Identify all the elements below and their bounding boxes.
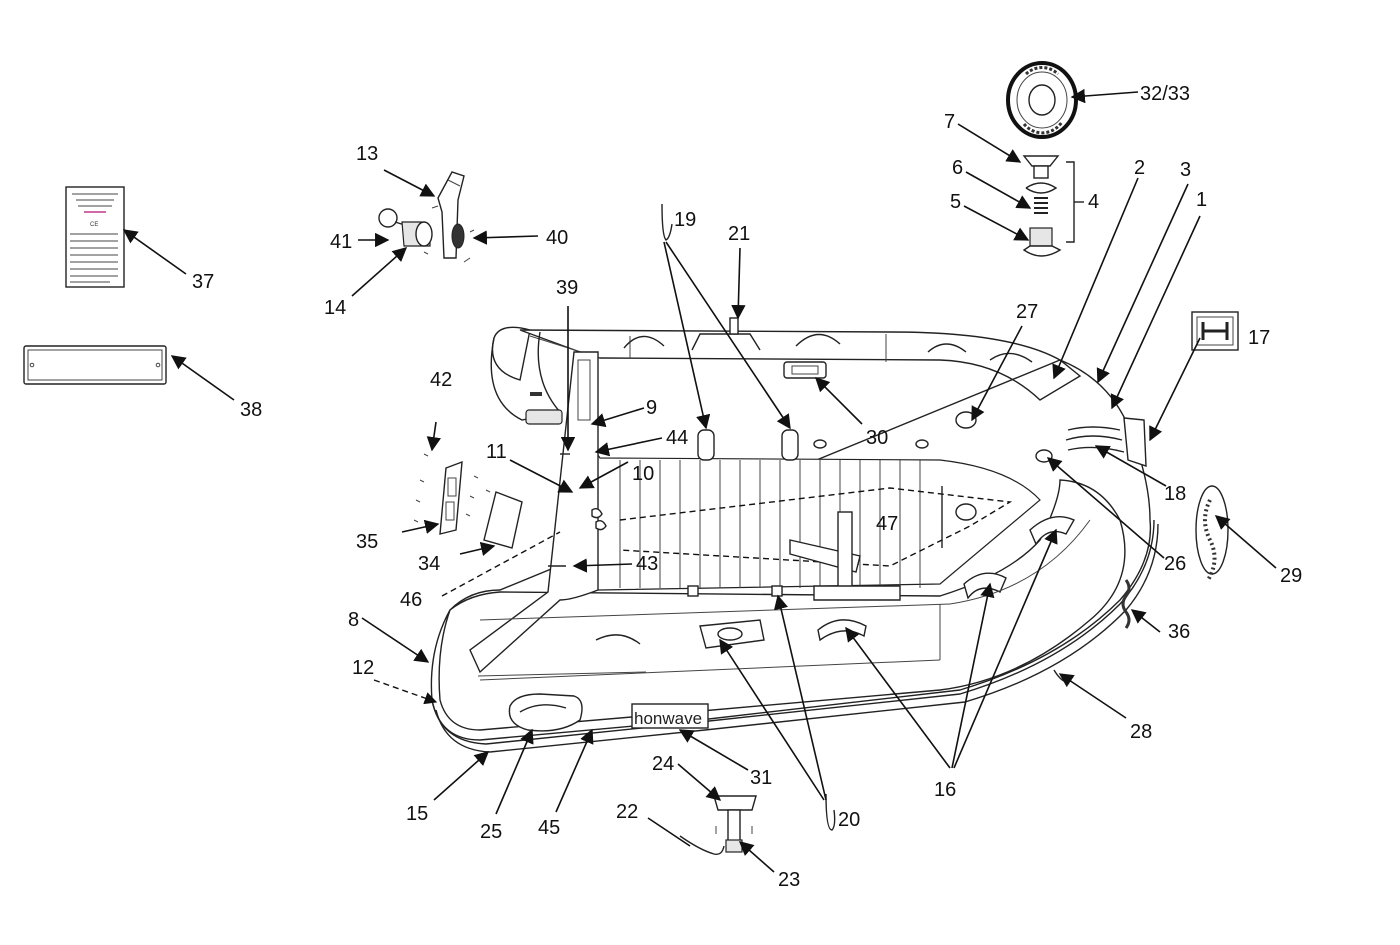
callout-22: 22: [616, 801, 638, 823]
callout-1: 1: [1196, 189, 1207, 211]
callout-34: 34: [418, 553, 440, 575]
callout-13: 13: [356, 143, 378, 165]
callout-40: 40: [546, 227, 568, 249]
callout-32-33: 32/33: [1140, 83, 1190, 105]
capacity-label-plate: CE: [65, 186, 125, 288]
callout-21: 21: [728, 223, 750, 245]
callout-42: 42: [430, 369, 452, 391]
callout-5: 5: [950, 191, 961, 213]
callout-2: 2: [1134, 157, 1145, 179]
boat-hull: honwave: [430, 317, 1159, 753]
callout-46: 46: [400, 589, 422, 611]
callout-numbers: 32/33 7 6 5 4 2 3 1 17 18 26 29 36 28 27…: [192, 83, 1302, 891]
callout-8: 8: [348, 609, 359, 631]
callout-4: 4: [1088, 191, 1099, 213]
callout-26: 26: [1164, 553, 1186, 575]
callout-12: 12: [352, 657, 374, 679]
callout-27: 27: [1016, 301, 1038, 323]
callout-36: 36: [1168, 621, 1190, 643]
callout-23: 23: [778, 869, 800, 891]
callout-25: 25: [480, 821, 502, 843]
valve-assembly: [1022, 155, 1084, 257]
callout-9: 9: [646, 397, 657, 419]
callout-31: 31: [750, 767, 772, 789]
callout-10: 10: [632, 463, 654, 485]
callout-18: 18: [1164, 483, 1186, 505]
callout-39: 39: [556, 277, 578, 299]
callout-24: 24: [652, 753, 674, 775]
callout-38: 38: [240, 399, 262, 421]
callout-44: 44: [666, 427, 688, 449]
callout-37: 37: [192, 271, 214, 293]
rowlock-assembly: [378, 171, 475, 263]
seat-hook-parts: [661, 203, 836, 831]
callout-29: 29: [1280, 565, 1302, 587]
callout-7: 7: [944, 111, 955, 133]
drain-valve-set: [679, 795, 757, 856]
callout-41: 41: [330, 231, 352, 253]
callout-16: 16: [934, 779, 956, 801]
bow-handle-part: [1191, 311, 1239, 351]
leader-arrows: [122, 88, 1277, 873]
callout-43: 43: [636, 553, 658, 575]
name-plate: [23, 345, 167, 385]
callout-20: 20: [838, 809, 860, 831]
callout-14: 14: [324, 297, 346, 319]
callout-30: 30: [866, 427, 888, 449]
seat-clamps: [413, 453, 523, 549]
callout-45: 45: [538, 817, 560, 839]
callout-35: 35: [356, 531, 378, 553]
ce-mark: CE: [90, 222, 98, 228]
callout-6: 6: [952, 157, 963, 179]
callout-19: 19: [674, 209, 696, 231]
callout-3: 3: [1180, 159, 1191, 181]
inspection-port-cover: [1006, 61, 1078, 139]
callout-28: 28: [1130, 721, 1152, 743]
callout-11: 11: [486, 441, 507, 463]
transom-logo-text: honwave: [634, 709, 702, 728]
callout-17: 17: [1248, 327, 1270, 349]
callout-15: 15: [406, 803, 428, 825]
towing-eye-part: [1195, 485, 1229, 582]
callout-47: 47: [876, 513, 898, 535]
